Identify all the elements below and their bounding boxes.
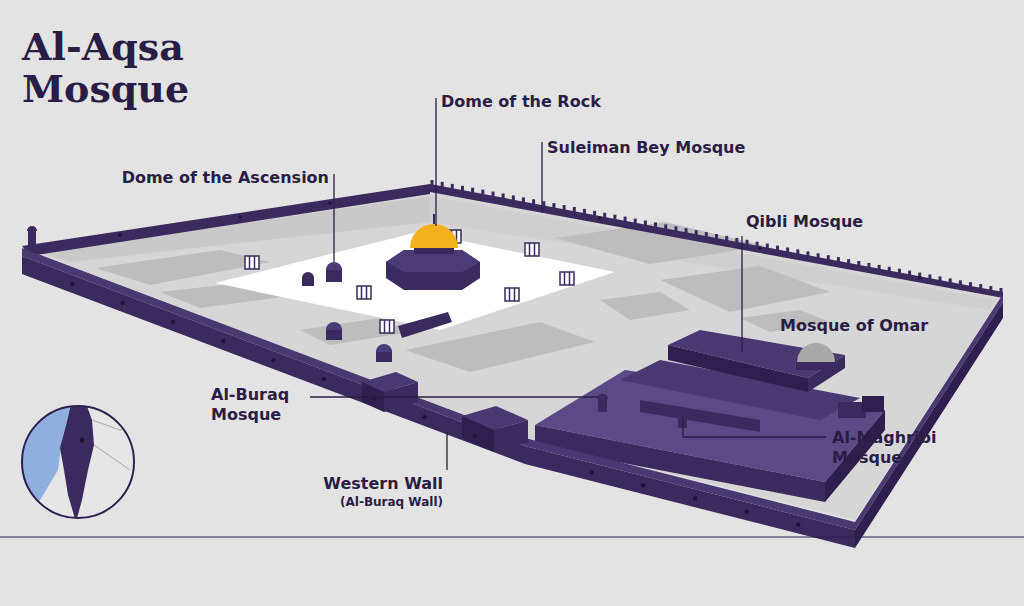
diagram-title: Al-Aqsa Mosque <box>22 26 222 110</box>
callout-label: Mosque of Omar <box>780 316 928 336</box>
callout-label: Dome of the Ascension <box>122 168 329 188</box>
callout-label: Dome of the Rock <box>441 92 601 112</box>
wall-opening <box>70 201 922 527</box>
callout-label: Qibli Mosque <box>746 212 863 232</box>
wall <box>22 248 1003 548</box>
rule <box>0 536 1024 537</box>
small-dome <box>302 272 392 362</box>
callout-label: Western Wall <box>323 474 443 494</box>
mosque-of-omar-dome <box>796 343 836 370</box>
crenellated-wall <box>430 180 1003 298</box>
small-building <box>398 312 452 338</box>
wall <box>22 184 430 256</box>
arcade <box>245 230 574 333</box>
leader-line <box>310 98 826 470</box>
callout-label: Al-Buraq Mosque <box>211 385 307 425</box>
courtyard-floor <box>30 190 1000 520</box>
callout-label: Al-Maghribi Mosque <box>832 428 952 468</box>
callout-label: Suleiman Bey Mosque <box>547 138 745 158</box>
dome-of-the-ascension <box>326 262 342 282</box>
locator-map <box>20 398 140 522</box>
callout-label: (Al-Buraq Wall) <box>340 495 443 510</box>
dome-of-the-rock <box>386 214 480 290</box>
